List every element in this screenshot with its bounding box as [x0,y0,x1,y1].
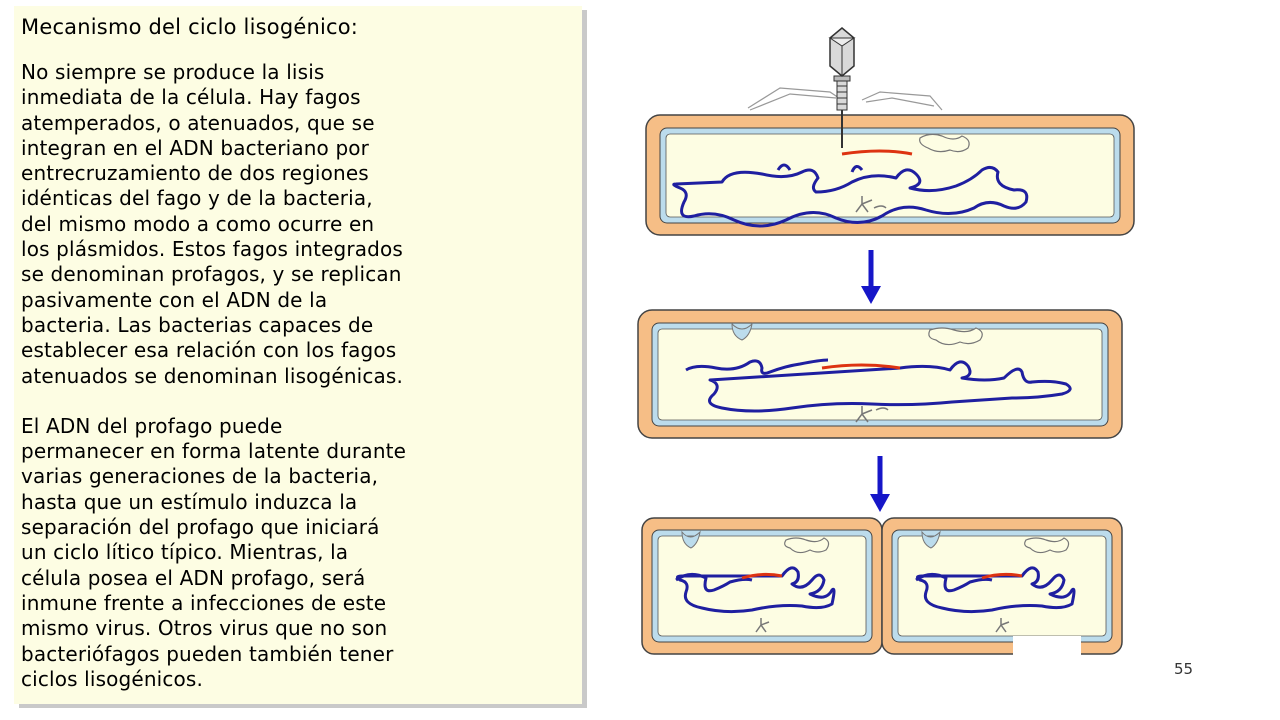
stage-3-daughter-cells [641,517,1123,655]
phage-tail-fibers [747,87,943,111]
paragraph-lisis: No siempre se produce la lisis inmediata… [21,60,403,388]
ribosome-icon [855,196,873,213]
bacteriophage-icon [828,27,856,148]
prophage-dna [821,363,901,370]
slide-title: Mecanismo del ciclo lisogénico: [21,15,359,39]
arrow-down-icon [861,250,881,304]
page-number: 55 [1174,660,1194,678]
paragraph-profago: El ADN del profago puede permanecer en f… [21,413,407,691]
bacterial-dna [672,165,1029,228]
membrane-fold-icon [928,327,983,346]
cytoplasm [657,328,1103,421]
ribosome-icon [855,406,889,423]
lysogenic-cycle-diagram [637,27,1135,655]
stage-2-prophage [637,309,1123,439]
bacterial-dna [685,358,1072,413]
white-patch [1013,636,1081,686]
text-panel: Mecanismo del ciclo lisogénico: No siemp… [14,6,582,704]
stage-1-infection [645,27,1135,236]
arrow-down-icon [870,456,890,512]
mesosome-icon [731,322,753,341]
phage-dna [841,149,913,156]
membrane-fold-icon [919,133,970,153]
daughter-cell-right [881,517,1123,655]
daughter-cell-left [641,517,883,655]
